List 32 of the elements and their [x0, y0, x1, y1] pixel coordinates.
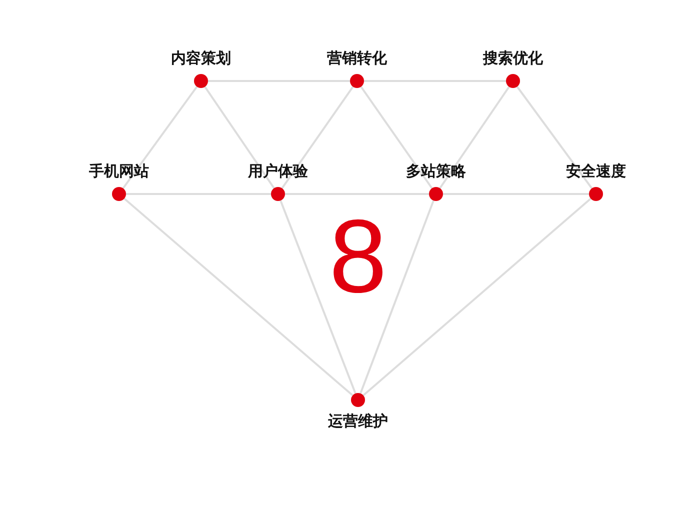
node-label: 用户体验 — [248, 162, 308, 180]
node-label: 多站策略 — [406, 162, 466, 180]
connector-line — [516, 86, 593, 189]
node-dot — [351, 393, 365, 407]
center-number: 8 — [329, 205, 387, 309]
node-dot — [271, 187, 285, 201]
connector-line — [285, 193, 429, 195]
node-label: 手机网站 — [89, 162, 149, 180]
node-dot — [506, 74, 520, 88]
connector-line — [443, 193, 589, 195]
connector-line — [364, 80, 506, 82]
node-label: 运营维护 — [328, 412, 388, 430]
connector-line — [360, 86, 433, 189]
node-label: 安全速度 — [566, 162, 626, 180]
connector-line — [439, 86, 510, 189]
connector-line — [204, 86, 275, 189]
node-label: 搜索优化 — [483, 49, 543, 67]
node-dot — [350, 74, 364, 88]
connector-line — [280, 200, 356, 394]
connector-line — [126, 193, 271, 195]
node-dot — [112, 187, 126, 201]
connector-line — [124, 198, 354, 396]
node-label: 内容策划 — [171, 49, 231, 67]
connector-line — [122, 86, 198, 189]
node-label: 营销转化 — [327, 49, 387, 67]
node-dot — [429, 187, 443, 201]
connector-line — [362, 198, 592, 396]
connector-line — [208, 80, 350, 82]
connector-line — [281, 86, 354, 189]
node-dot — [194, 74, 208, 88]
node-dot — [589, 187, 603, 201]
connector-line — [360, 200, 434, 394]
